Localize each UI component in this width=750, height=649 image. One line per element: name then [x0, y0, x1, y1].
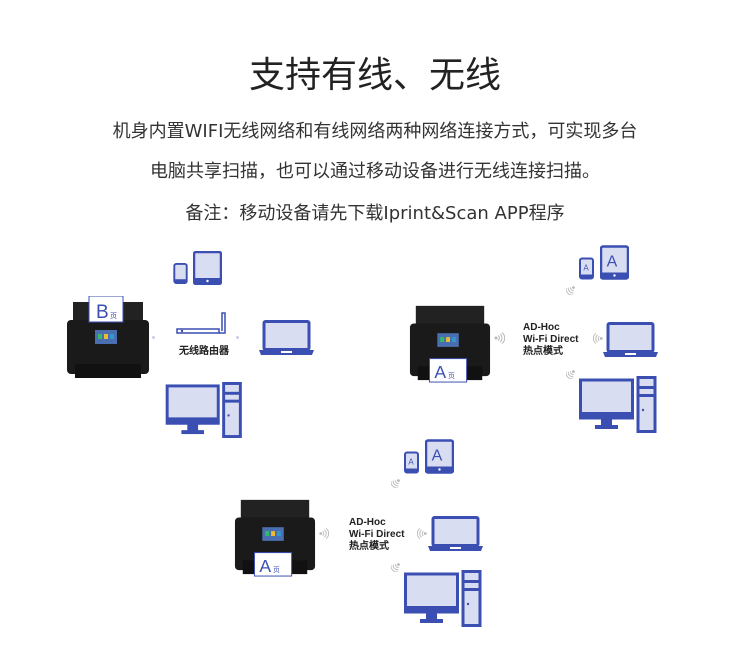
svg-text:B: B	[96, 302, 109, 323]
laptop-icon	[603, 322, 658, 358]
wifi-signal-icon	[566, 368, 577, 379]
wifi-signal-icon	[391, 561, 402, 572]
mode-line-3: 热点模式	[523, 346, 563, 357]
svg-text:A: A	[432, 448, 443, 465]
mode-label: AD-Hoc Wi-Fi Direct 热点模式	[523, 322, 578, 358]
tablet-icon: A	[600, 245, 629, 280]
svg-text:A: A	[434, 362, 446, 382]
mode-line-2: Wi-Fi Direct	[523, 334, 579, 345]
svg-text:页: 页	[448, 372, 455, 380]
phone-icon: A	[579, 257, 594, 280]
connection-dot	[236, 336, 239, 339]
wifi-signal-icon	[391, 477, 402, 488]
connection-dot	[152, 336, 155, 339]
mode-line-1: AD-Hoc	[523, 322, 560, 333]
wifi-signal-icon	[566, 284, 577, 295]
router-icon	[175, 311, 227, 339]
tablet-icon: A	[425, 439, 454, 474]
svg-text:A: A	[607, 254, 618, 271]
wifi-signal-icon	[493, 332, 505, 344]
svg-text:A: A	[259, 556, 271, 576]
laptop-icon	[428, 516, 483, 552]
desktop-computer-icon	[579, 376, 657, 433]
svg-text:页: 页	[273, 566, 280, 574]
desktop-computer-icon	[165, 382, 243, 438]
wifi-signal-icon	[417, 528, 428, 539]
mode-line-1: AD-Hoc	[349, 517, 386, 528]
mode-label: AD-Hoc Wi-Fi Direct 热点模式	[349, 517, 404, 553]
mode-line-3: 热点模式	[349, 541, 389, 552]
svg-text:页: 页	[110, 312, 117, 320]
svg-text:A: A	[583, 264, 589, 273]
description-line-2: 电脑共享扫描，也可以通过移动设备进行无线连接扫描。	[150, 161, 600, 182]
page-title: 支持有线、无线	[248, 55, 501, 96]
laptop-icon	[259, 320, 314, 356]
wifi-signal-icon	[593, 333, 604, 344]
mode-line-2: Wi-Fi Direct	[349, 529, 405, 540]
tablet-icon	[193, 251, 222, 285]
phone-icon: A	[404, 451, 419, 474]
desktop-computer-icon	[404, 570, 482, 627]
wifi-signal-icon	[318, 528, 329, 539]
router-label: 无线路由器	[179, 346, 229, 357]
description-line-1: 机身内置WIFI无线网络和有线网络两种网络连接方式，可实现多台	[112, 121, 638, 142]
svg-text:A: A	[408, 458, 414, 467]
phone-icon	[173, 263, 188, 284]
note-line: 备注：移动设备请先下载Iprint&Scan APP程序	[185, 203, 565, 224]
